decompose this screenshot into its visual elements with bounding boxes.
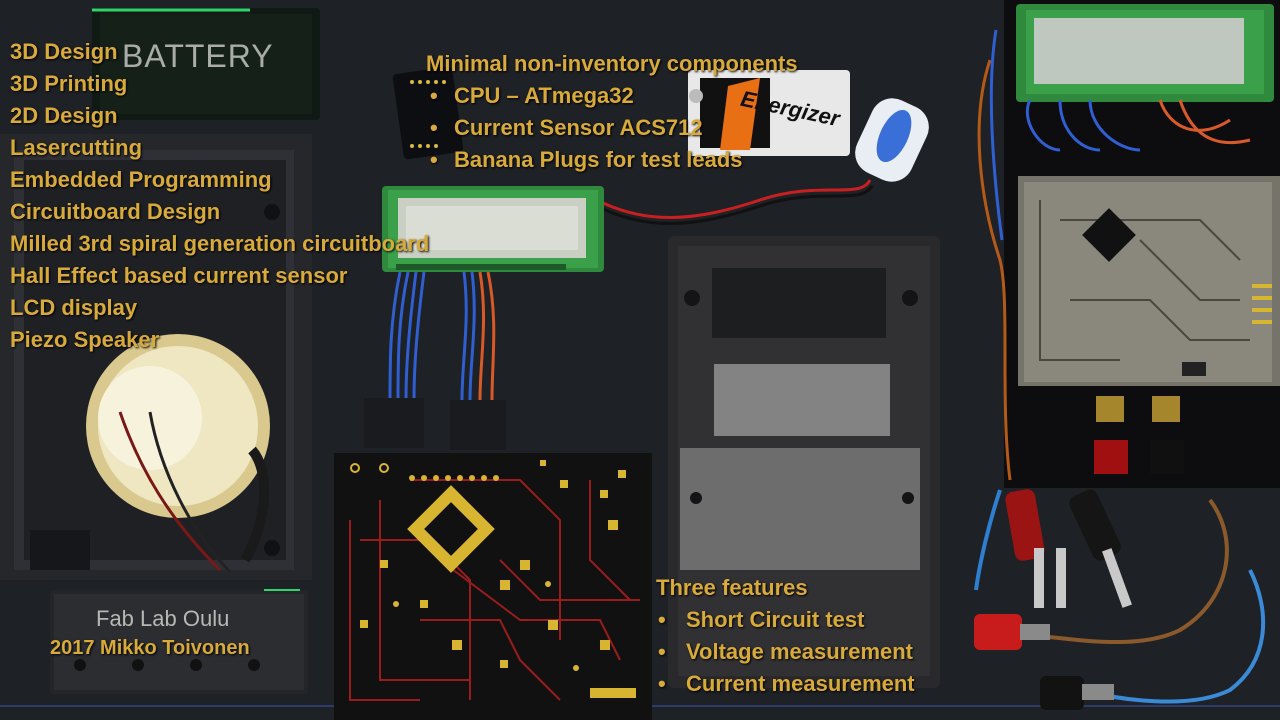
fablab-plate <box>50 589 308 694</box>
connector-block <box>364 398 424 448</box>
battery-lid-plate <box>92 8 320 120</box>
lcd-module-loose <box>382 186 604 272</box>
skill-item: 3D Printing <box>10 71 128 96</box>
skill-item: Hall Effect based current sensor <box>10 263 348 288</box>
fablab-plate-label: Fab Lab Oulu <box>96 606 230 631</box>
features-heading: Three features <box>656 575 808 600</box>
skill-item: Circuitboard Design <box>10 199 221 224</box>
connector-block <box>450 400 506 450</box>
credit-line: 2017 Mikko Toivonen <box>50 637 250 659</box>
skill-item: Milled 3rd spiral generation circuitboar… <box>10 231 430 256</box>
component-item: Banana Plugs for test leads <box>426 144 798 176</box>
component-item: CPU – ATmega32 <box>426 80 798 112</box>
skill-item: Embedded Programming <box>10 167 272 192</box>
feature-item: Current measurement <box>656 668 915 700</box>
assembled-device-photo <box>977 0 1280 488</box>
skill-item: 3D Design <box>10 39 118 64</box>
battery-snap <box>855 98 929 182</box>
component-item: Current Sensor ACS712 <box>426 112 798 144</box>
battery-plate-label: BATTERY <box>122 38 274 74</box>
skills-list: 3D Design 3D Printing 2D Design Lasercut… <box>10 36 429 356</box>
skill-item: Piezo Speaker <box>10 327 160 352</box>
feature-item: Short Circuit test <box>656 604 915 636</box>
components-list: Minimal non-inventory components CPU – A… <box>426 48 798 176</box>
lcd-ribbon <box>388 271 496 401</box>
test-leads <box>974 489 1266 710</box>
skill-item: Lasercutting <box>10 135 143 160</box>
features-list: Three features Short Circuit test Voltag… <box>656 572 915 700</box>
feature-item: Voltage measurement <box>656 636 915 668</box>
components-heading: Minimal non-inventory components <box>426 51 798 76</box>
skill-item: LCD display <box>10 295 138 320</box>
piezo-speaker <box>86 334 270 574</box>
pcb-layout-render <box>334 453 652 720</box>
skill-item: 2D Design <box>10 103 118 128</box>
